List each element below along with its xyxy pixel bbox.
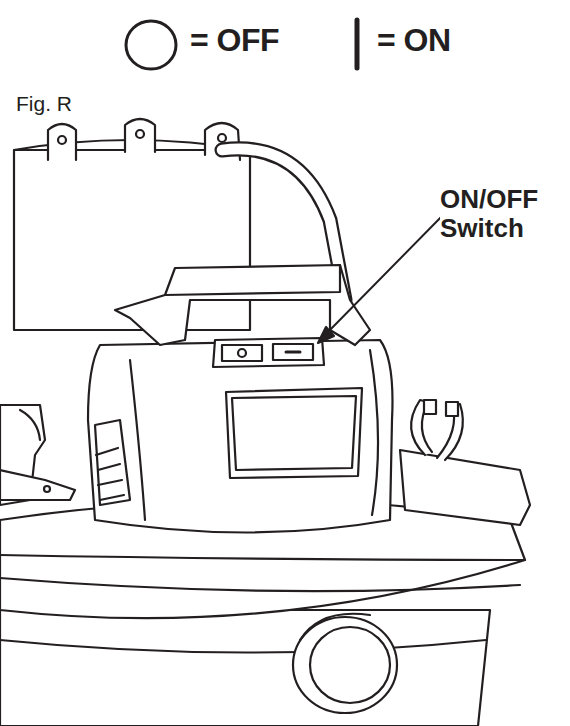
switch-plate xyxy=(213,338,324,367)
on-symbol xyxy=(355,20,360,68)
on-button xyxy=(273,344,313,360)
window-panel xyxy=(232,396,356,470)
motor-housing xyxy=(88,340,393,533)
outlet-port xyxy=(293,617,397,713)
clip xyxy=(48,124,76,160)
figure-label: Fig. R xyxy=(16,92,72,116)
legend-text: = ON xyxy=(377,22,451,59)
hose-bucket xyxy=(14,150,250,330)
legend-text: = OFF xyxy=(190,22,279,59)
cord-wrap xyxy=(400,450,530,525)
callout-label: ON/OFF Switch xyxy=(440,185,564,243)
handle xyxy=(115,265,370,345)
leader-line xyxy=(326,210,448,334)
drum xyxy=(0,610,490,726)
off-button xyxy=(222,345,262,361)
leader-arrowhead xyxy=(318,327,334,343)
off-symbol xyxy=(126,21,176,69)
